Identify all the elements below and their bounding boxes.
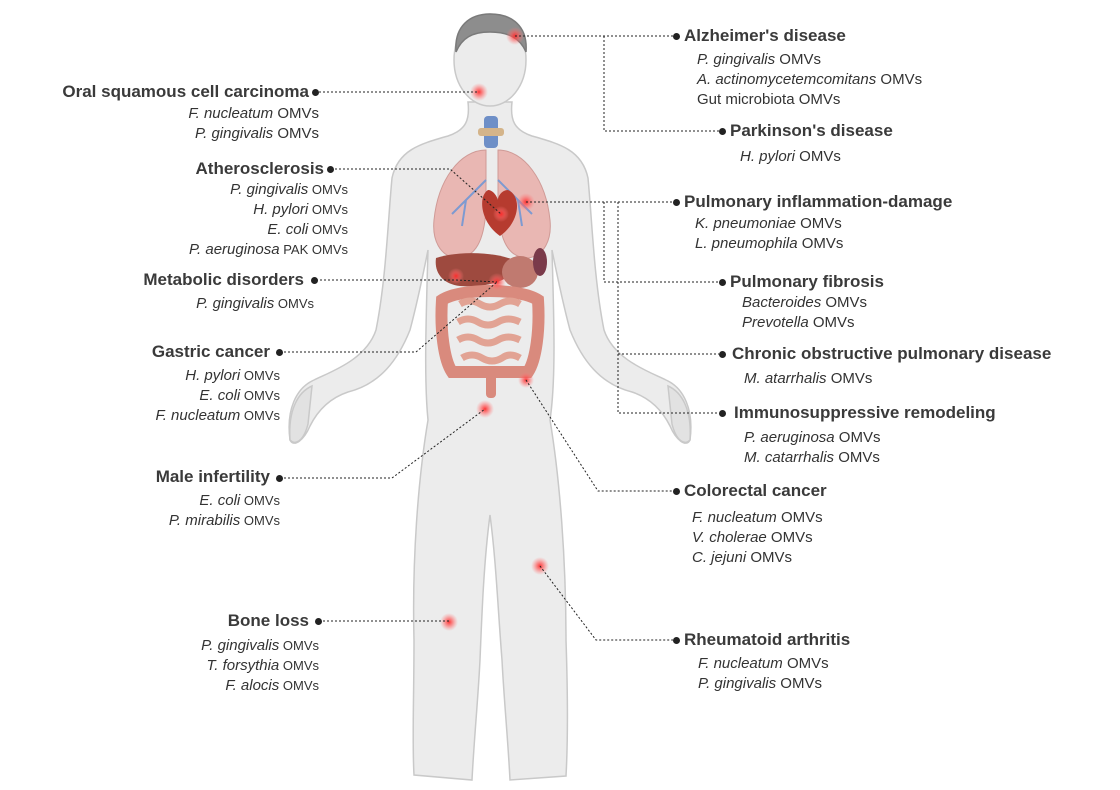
alzheimers-dot bbox=[673, 33, 680, 40]
colorectal-dot bbox=[673, 488, 680, 495]
immunosuppressive-agents: P. aeruginosa OMVs M. catarrhalis OMVs bbox=[744, 428, 880, 468]
agent-row: P. gingivalis OMVs bbox=[698, 674, 829, 694]
rheumatoid-title: Rheumatoid arthritis bbox=[684, 630, 850, 650]
agent-row: A. actinomycetemcomitans OMVs bbox=[697, 70, 922, 90]
alzheimers-title: Alzheimer's disease bbox=[684, 26, 846, 46]
agent-row: F. nucleatum OMVs bbox=[188, 104, 319, 124]
agent-row: P. aeruginosa PAK OMVs bbox=[189, 240, 348, 260]
parkinsons-dot bbox=[719, 128, 726, 135]
pulmonary-fibrosis-title: Pulmonary fibrosis bbox=[730, 272, 884, 292]
agent-row: F. nucleatum OMVs bbox=[698, 654, 829, 674]
agent-row: P. gingivalis OMVs bbox=[188, 124, 319, 144]
thyroid bbox=[478, 128, 504, 136]
agent-row: K. pneumoniae OMVs bbox=[695, 214, 843, 234]
agent-row: V. cholerae OMVs bbox=[692, 528, 823, 548]
alzheimers-agents: P. gingivalis OMVs A. actinomycetemcomit… bbox=[697, 50, 922, 110]
agent-row: H. pylori OMVs bbox=[155, 366, 280, 386]
right-hand bbox=[668, 386, 690, 442]
atherosclerosis-title: Atherosclerosis bbox=[196, 159, 325, 179]
immunosuppressive-dot bbox=[719, 410, 726, 417]
left-hand bbox=[290, 386, 312, 442]
agent-row: M. atarrhalis OMVs bbox=[744, 369, 872, 389]
colorectal-agents: F. nucleatum OMVs V. cholerae OMVs C. je… bbox=[692, 508, 823, 568]
oral-scc-agents: F. nucleatum OMVs P. gingivalis OMVs bbox=[188, 104, 319, 144]
agent-row: H. pylori OMVs bbox=[740, 147, 841, 167]
gastric-title: Gastric cancer bbox=[152, 342, 270, 362]
copd-title: Chronic obstructive pulmonary disease bbox=[732, 344, 1051, 364]
rheumatoid-dot bbox=[673, 637, 680, 644]
highlight-reproductive bbox=[476, 400, 494, 418]
pulmonary-inflammation-dot bbox=[673, 199, 680, 206]
agent-row: F. nucleatum OMVs bbox=[692, 508, 823, 528]
atherosclerosis-dot bbox=[327, 166, 334, 173]
metabolic-dot bbox=[311, 277, 318, 284]
agent-row: P. gingivalis OMVs bbox=[697, 50, 922, 70]
rheumatoid-agents: F. nucleatum OMVs P. gingivalis OMVs bbox=[698, 654, 829, 694]
agent-row: P. gingivalis OMVs bbox=[189, 180, 348, 200]
agent-row: E. coli OMVs bbox=[155, 386, 280, 406]
agent-row: H. pylori OMVs bbox=[189, 200, 348, 220]
agent-row: Prevotella OMVs bbox=[742, 313, 867, 333]
agent-row: E. coli OMVs bbox=[189, 220, 348, 240]
metabolic-title: Metabolic disorders bbox=[143, 270, 304, 290]
rectum bbox=[486, 372, 496, 398]
agent-row: C. jejuni OMVs bbox=[692, 548, 823, 568]
atherosclerosis-agents: P. gingivalis OMVs H. pylori OMVs E. col… bbox=[189, 180, 348, 260]
highlight-heart bbox=[493, 206, 509, 222]
copd-dot bbox=[719, 351, 726, 358]
agent-row: P. mirabilis OMVs bbox=[169, 511, 280, 531]
agent-row: P. aeruginosa OMVs bbox=[744, 428, 880, 448]
bone-loss-title: Bone loss bbox=[228, 611, 309, 631]
pulmonary-inflammation-agents: K. pneumoniae OMVs L. pneumophila OMVs bbox=[695, 214, 843, 254]
agent-row: E. coli OMVs bbox=[169, 491, 280, 511]
agent-row: F. alocis OMVs bbox=[201, 676, 319, 696]
pulmonary-fibrosis-dot bbox=[719, 279, 726, 286]
pulmonary-inflammation-title: Pulmonary inflammation-damage bbox=[684, 192, 952, 212]
agent-row: P. gingivalis OMVs bbox=[201, 636, 319, 656]
agent-row: F. nucleatum OMVs bbox=[155, 406, 280, 426]
agent-row: T. forsythia OMVs bbox=[201, 656, 319, 676]
oral-scc-dot bbox=[312, 89, 319, 96]
agent-row: M. catarrhalis OMVs bbox=[744, 448, 880, 468]
bone-loss-dot bbox=[315, 618, 322, 625]
copd-agents: M. atarrhalis OMVs bbox=[744, 369, 872, 389]
spleen bbox=[533, 248, 547, 276]
metabolic-agents: P. gingivalis OMVs bbox=[196, 294, 314, 314]
male-infertility-agents: E. coli OMVs P. mirabilis OMVs bbox=[169, 491, 280, 531]
colorectal-title: Colorectal cancer bbox=[684, 481, 827, 501]
highlight-bone bbox=[440, 613, 458, 631]
agent-row: P. gingivalis OMVs bbox=[196, 294, 314, 314]
gastric-dot bbox=[276, 349, 283, 356]
male-infertility-title: Male infertility bbox=[156, 467, 270, 487]
immunosuppressive-title: Immunosuppressive remodeling bbox=[734, 403, 996, 423]
male-infertility-dot bbox=[276, 475, 283, 482]
pulmonary-fibrosis-agents: Bacteroides OMVs Prevotella OMVs bbox=[742, 293, 867, 333]
bone-loss-agents: P. gingivalis OMVs T. forsythia OMVs F. … bbox=[201, 636, 319, 696]
gastric-agents: H. pylori OMVs E. coli OMVs F. nucleatum… bbox=[155, 366, 280, 426]
parkinsons-title: Parkinson's disease bbox=[730, 121, 893, 141]
agent-row: L. pneumophila OMVs bbox=[695, 234, 843, 254]
agent-row: Gut microbiota OMVs bbox=[697, 90, 922, 110]
oral-scc-title: Oral squamous cell carcinoma bbox=[62, 82, 309, 102]
parkinsons-agents: H. pylori OMVs bbox=[740, 147, 841, 167]
agent-row: Bacteroides OMVs bbox=[742, 293, 867, 313]
stomach bbox=[502, 256, 538, 288]
highlight-liver bbox=[448, 268, 464, 284]
